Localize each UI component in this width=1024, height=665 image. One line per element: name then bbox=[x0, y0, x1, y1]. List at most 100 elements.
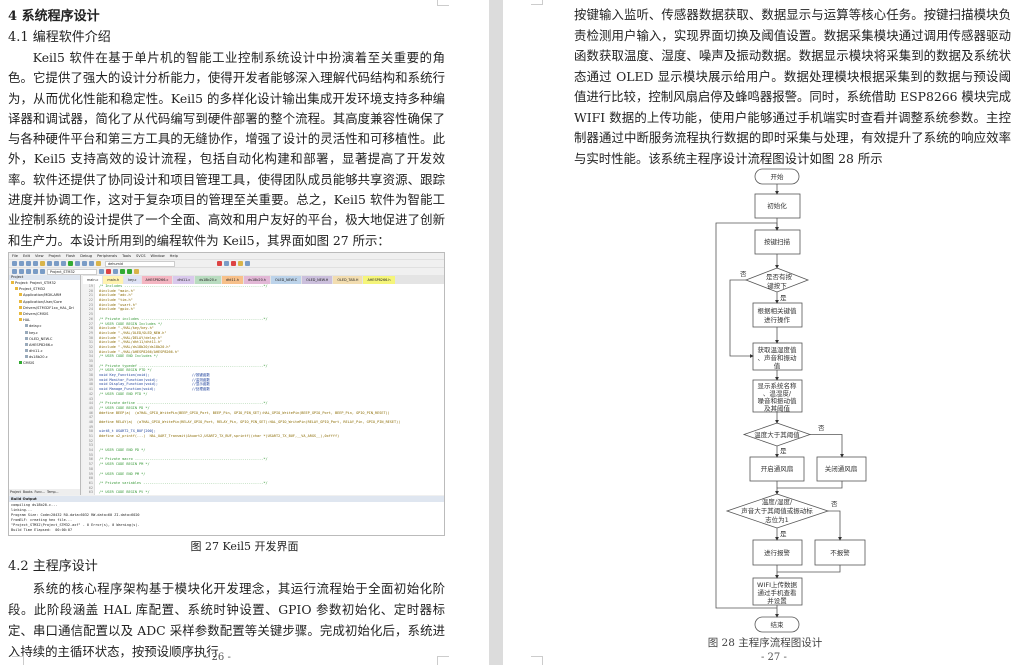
line-number: 51 bbox=[88, 434, 93, 438]
page-number: - 27 - bbox=[761, 652, 787, 663]
project-tree-label: Application/MDK-ARM bbox=[23, 293, 62, 298]
project-tree-item[interactable]: Drivers/STM32F1xx_HAL_Dri bbox=[9, 305, 80, 311]
editor-tab[interactable]: ds18b20.h bbox=[244, 276, 270, 284]
project-tree-item[interactable]: AHESP8266.c bbox=[9, 342, 80, 348]
code-line: 23#include "usart.h" bbox=[83, 303, 444, 308]
line-number: 43 bbox=[88, 396, 93, 401]
fan-off-label: 关闭通风扇 bbox=[825, 464, 858, 473]
no-label: 否 bbox=[740, 270, 747, 278]
line-number: 48 bbox=[88, 419, 93, 424]
code-line: 42/* USER CODE END PTD */ bbox=[83, 392, 444, 397]
line-number: 27 bbox=[88, 321, 93, 326]
margin-mark bbox=[531, 656, 543, 665]
wifi-label: WIFI上传数据 bbox=[757, 580, 797, 589]
display-label: 显示系统名称 bbox=[758, 381, 798, 390]
menu-item[interactable]: Edit bbox=[23, 254, 30, 258]
project-tree-item[interactable]: delay.c bbox=[9, 323, 80, 329]
editor-tab[interactable]: ds18b20.c bbox=[195, 276, 221, 284]
build-output-line: compiling ds18b20.c... bbox=[11, 503, 58, 507]
line-number: 30 bbox=[88, 335, 93, 340]
project-tree-item[interactable]: Application/MDK-ARM bbox=[9, 292, 80, 298]
editor-tab[interactable]: main.h bbox=[103, 276, 124, 284]
menu-item[interactable]: View bbox=[34, 254, 44, 258]
menu-item[interactable]: Window bbox=[150, 254, 165, 258]
code-line: 24#include "gpio.h" bbox=[83, 307, 444, 312]
editor-tab[interactable]: main.c bbox=[83, 276, 103, 284]
editor-tab[interactable]: dht11.h bbox=[221, 276, 244, 284]
code-text: #include "tim.h" bbox=[99, 298, 133, 303]
code-line: 22 #include "tim.h" bbox=[83, 298, 444, 303]
code-text bbox=[95, 415, 99, 419]
code-line: 46#define BEEP(a) (a?HAL_GPIO_WritePin(B… bbox=[83, 411, 444, 416]
code-text: #include "./HAL/key/key.h" bbox=[99, 326, 154, 331]
editor-tab[interactable]: AHESP8266.c bbox=[141, 276, 173, 284]
code-text bbox=[95, 467, 99, 471]
line-number: 62 bbox=[88, 485, 93, 490]
menu-item[interactable]: File bbox=[12, 254, 19, 258]
code-text: uint8_t USART2_TX_BUF[200]; bbox=[99, 429, 156, 434]
section-heading-4-2: 4.2 主程序设计 bbox=[8, 559, 98, 574]
menu-item[interactable]: Flash bbox=[65, 254, 76, 258]
line-number: 31 bbox=[88, 340, 93, 345]
project-tree-item[interactable]: OLED_NEW.C bbox=[9, 336, 80, 342]
line-number: 53 bbox=[88, 443, 93, 448]
editor-tab[interactable]: key.c bbox=[124, 276, 141, 284]
code-line: 35 bbox=[83, 359, 444, 364]
menu-item[interactable]: Tools bbox=[122, 254, 131, 258]
project-tree-item[interactable]: ds18b20.c bbox=[9, 354, 80, 360]
menu-item[interactable]: Debug bbox=[80, 254, 93, 258]
code-text: void Manage_Function(void); //处理函数 bbox=[99, 387, 210, 392]
project-tree-item[interactable]: Project: Project_STM32 bbox=[9, 280, 80, 286]
project-tree-label: Project: Project_STM32 bbox=[15, 281, 56, 285]
project-tree-item[interactable]: Drivers/CMSIS bbox=[9, 311, 80, 317]
line-number: 25 bbox=[88, 312, 93, 317]
folder-icon bbox=[19, 293, 22, 297]
project-tree-item[interactable]: CMSIS bbox=[9, 360, 80, 366]
figure-28-caption: 图 28 主程序流程图设计 bbox=[707, 637, 823, 649]
folder-icon bbox=[15, 287, 18, 291]
editor-tab[interactable]: OLED_NEW.C bbox=[270, 276, 302, 284]
panel-tab[interactable]: Project bbox=[10, 490, 21, 494]
line-number: 22 bbox=[88, 298, 93, 303]
editor-tab[interactable]: OLED_TAB.H bbox=[333, 276, 363, 284]
project-tree-item[interactable]: HAL bbox=[9, 317, 80, 323]
panel-tab[interactable]: Books bbox=[22, 490, 33, 494]
menu-item[interactable]: Help bbox=[169, 254, 178, 258]
code-text bbox=[95, 439, 99, 443]
project-tree-item[interactable]: Project_STM32 bbox=[9, 286, 80, 292]
project-tree-label: ds18b20.c bbox=[29, 355, 48, 360]
code-line: 26/* Private includes ------------------… bbox=[83, 317, 444, 322]
code-line: 31 #include "./HAL/dht11/dht11.h" bbox=[83, 340, 444, 345]
code-line: 30#include "./HAL/DELAY/delay.h" bbox=[83, 336, 444, 341]
code-text: #include "./HAL/dht11/dht11.h" bbox=[99, 340, 163, 345]
code-line: 51 #define u2_printf(...) HAL_UART_Transm… bbox=[83, 434, 444, 439]
key-pressed-label: 键按下 bbox=[767, 281, 787, 290]
panel-tab[interactable]: Temp... bbox=[47, 490, 59, 494]
code-text bbox=[95, 425, 99, 429]
file-icon bbox=[25, 355, 28, 359]
menu-item[interactable]: SVCS bbox=[135, 254, 146, 258]
line-number: 38 bbox=[88, 373, 93, 378]
build-output-line: FromELF: creating hex file... bbox=[11, 518, 73, 522]
editor-tab[interactable]: dht11.c bbox=[173, 276, 195, 284]
project-tree-item[interactable]: dht11.c bbox=[9, 348, 80, 354]
panel-tab[interactable]: Func... bbox=[34, 490, 46, 494]
project-tree-item[interactable]: Application/User/Core bbox=[9, 299, 80, 305]
code-text: #define u2_printf(...) HAL_UART_Transmit… bbox=[99, 434, 340, 438]
project-tree-item[interactable]: key.c bbox=[9, 330, 80, 336]
start-label: 开始 bbox=[771, 172, 785, 181]
line-number: 49 bbox=[88, 424, 93, 429]
code-text: /* USER CODE BEGIN PD */ bbox=[99, 405, 150, 410]
display-label: 及其阈值 bbox=[764, 404, 791, 413]
menu-item[interactable]: Project bbox=[48, 254, 61, 258]
key-op-label: 进行操作 bbox=[764, 315, 791, 324]
code-text: #include "./HAL/ds18b20/ds18b20.h" bbox=[99, 344, 171, 349]
editor-tab[interactable]: AHESP8266.h bbox=[363, 276, 395, 284]
menu-item[interactable]: Peripherals bbox=[97, 254, 118, 258]
editor-tab[interactable]: OLED_NEW.H bbox=[302, 276, 333, 284]
code-text: /* Private variables -------------------… bbox=[99, 480, 268, 485]
keil-toolbar-1: dehumid bbox=[9, 259, 444, 267]
line-number: 58 bbox=[88, 466, 93, 471]
project-tree-label: delay.c bbox=[29, 324, 42, 329]
no-label: 否 bbox=[831, 500, 838, 508]
